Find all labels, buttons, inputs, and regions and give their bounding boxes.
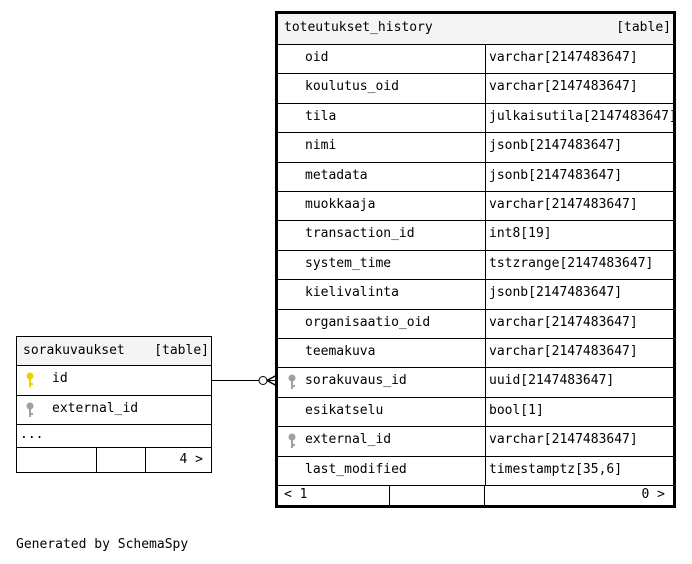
foreign-key-icon bbox=[288, 433, 296, 449]
column-name: organisaatio_oid bbox=[305, 314, 431, 330]
column-row-metadata[interactable]: metadata jsonb[2147483647] bbox=[278, 161, 673, 192]
column-name: id bbox=[52, 371, 68, 386]
column-name: sorakuvaus_id bbox=[305, 373, 407, 389]
column-name: external_id bbox=[52, 400, 139, 416]
column-name: muokkaaja bbox=[305, 197, 376, 212]
column-name: system_time bbox=[305, 255, 392, 271]
column-name: metadata bbox=[305, 167, 368, 183]
column-row-system-time[interactable]: system_time tstzrange[2147483647] bbox=[278, 249, 673, 281]
column-name: external_id bbox=[305, 432, 392, 448]
column-row-transaction-id[interactable]: transaction_id int8[19] bbox=[278, 220, 673, 251]
column-row-muokkaaja[interactable]: muokkaaja varchar[2147483647] bbox=[278, 191, 673, 222]
primary-key-icon bbox=[26, 372, 34, 387]
footer-divider bbox=[96, 448, 97, 472]
column-row-esikatselu[interactable]: esikatselu bool[1] bbox=[278, 396, 673, 428]
column-type-cell: bool[1] bbox=[485, 396, 673, 427]
column-row-external-id[interactable]: external_id varchar[2147483647] bbox=[278, 426, 673, 457]
column-type-cell: jsonb[2147483647] bbox=[485, 279, 673, 309]
column-type: int8[19] bbox=[489, 226, 552, 242]
table-toteutukset-history[interactable]: toteutukset_history [table] oid varchar[2… bbox=[275, 11, 676, 508]
column-name: kielivalinta bbox=[305, 285, 399, 301]
column-type-cell: varchar[2147483647] bbox=[485, 426, 673, 456]
more-columns-ellipsis: ... bbox=[20, 427, 44, 442]
column-row-kielivalinta[interactable]: kielivalinta jsonb[2147483647] bbox=[278, 279, 673, 310]
column-row-sorakuvaus-id[interactable]: sorakuvaus_id uuid[2147483647] bbox=[278, 367, 673, 398]
column-type: varchar[2147483647] bbox=[489, 79, 638, 95]
column-type-cell: varchar[2147483647] bbox=[485, 308, 673, 338]
more-columns-row[interactable]: ... bbox=[17, 424, 211, 448]
column-type-cell: varchar[2147483647] bbox=[485, 191, 673, 221]
column-type-cell: varchar[2147483647] bbox=[485, 44, 673, 74]
column-name: koulutus_oid bbox=[305, 79, 399, 95]
zero-or-many-circle-icon bbox=[258, 376, 268, 385]
column-type-cell: jsonb[2147483647] bbox=[485, 161, 673, 191]
column-name: esikatselu bbox=[305, 402, 384, 418]
column-type-cell: jsonb[2147483647] bbox=[485, 132, 673, 162]
column-type-cell: varchar[2147483647] bbox=[485, 73, 673, 103]
column-name: teemakuva bbox=[305, 344, 376, 359]
footer-left-count[interactable]: < 1 bbox=[284, 487, 308, 502]
column-type: varchar[2147483647] bbox=[489, 344, 638, 359]
table-header[interactable]: toteutukset_history [table] bbox=[278, 14, 673, 45]
column-name: nimi bbox=[305, 138, 337, 154]
column-type: timestamptz[35,6] bbox=[489, 461, 623, 477]
column-name: tila bbox=[305, 108, 337, 124]
column-name: transaction_id bbox=[305, 226, 415, 242]
foreign-key-icon bbox=[26, 402, 34, 417]
column-row-nimi[interactable]: nimi jsonb[2147483647] bbox=[278, 132, 673, 163]
table-type-label: [table] bbox=[616, 20, 671, 35]
column-row-last-modified[interactable]: last_modified timestamptz[35,6] bbox=[278, 455, 673, 486]
column-type: varchar[2147483647] bbox=[489, 314, 638, 330]
column-name: oid bbox=[305, 50, 329, 65]
credit-text: Generated by SchemaSpy bbox=[16, 537, 189, 552]
column-row-oid[interactable]: oid varchar[2147483647] bbox=[278, 44, 673, 75]
footer-divider bbox=[145, 448, 146, 472]
column-type: varchar[2147483647] bbox=[489, 197, 638, 212]
column-type-cell: uuid[2147483647] bbox=[485, 367, 673, 397]
column-type: bool[1] bbox=[489, 402, 544, 418]
footer-divider bbox=[389, 485, 390, 505]
column-type: julkaisutila[2147483647] bbox=[489, 108, 673, 124]
footer-right-count[interactable]: 0 > bbox=[641, 487, 665, 502]
column-row-organisaatio-oid[interactable]: organisaatio_oid varchar[2147483647] bbox=[278, 308, 673, 339]
column-type: uuid[2147483647] bbox=[489, 373, 615, 389]
foreign-key-icon bbox=[288, 374, 296, 390]
column-row-external-id[interactable]: external_id bbox=[17, 395, 211, 425]
column-type-cell: tstzrange[2147483647] bbox=[485, 249, 673, 280]
column-type-cell: timestamptz[35,6] bbox=[485, 455, 673, 485]
column-type: jsonb[2147483647] bbox=[489, 285, 623, 301]
column-type-cell: varchar[2147483647] bbox=[485, 338, 673, 368]
footer-divider bbox=[484, 485, 485, 505]
footer-right-count[interactable]: 4 > bbox=[179, 452, 203, 467]
column-name: last_modified bbox=[305, 461, 407, 477]
column-type: jsonb[2147483647] bbox=[489, 167, 623, 183]
table-name: toteutukset_history bbox=[284, 20, 433, 35]
table-footer: < 1 0 > bbox=[278, 485, 673, 505]
table-header[interactable]: sorakuvaukset [table] bbox=[17, 337, 211, 366]
column-type-cell: int8[19] bbox=[485, 220, 673, 250]
column-row-tila[interactable]: tila julkaisutila[2147483647] bbox=[278, 102, 673, 134]
column-row-koulutus-oid[interactable]: koulutus_oid varchar[2147483647] bbox=[278, 73, 673, 104]
column-type: tstzrange[2147483647] bbox=[489, 255, 654, 271]
column-type: jsonb[2147483647] bbox=[489, 138, 623, 154]
table-name: sorakuvaukset bbox=[23, 343, 125, 358]
column-row-id[interactable]: id bbox=[17, 365, 211, 396]
table-footer: 4 > bbox=[17, 448, 211, 472]
table-type-label: [table] bbox=[154, 343, 209, 358]
column-type: varchar[2147483647] bbox=[489, 50, 638, 65]
column-type-cell: julkaisutila[2147483647] bbox=[485, 102, 673, 133]
column-type: varchar[2147483647] bbox=[489, 432, 638, 448]
column-row-teemakuva[interactable]: teemakuva varchar[2147483647] bbox=[278, 338, 673, 369]
